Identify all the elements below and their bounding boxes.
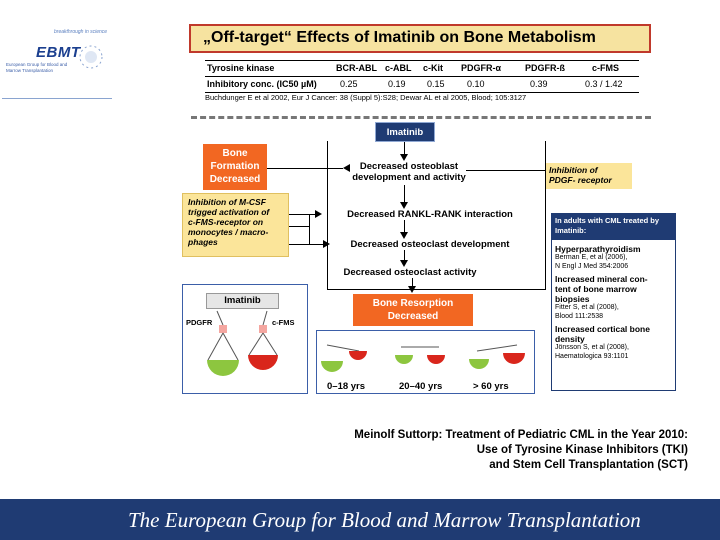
arrow-right-icon xyxy=(315,210,322,218)
connector-line xyxy=(309,214,310,244)
finding-title: Increased mineral con- tent of bone marr… xyxy=(555,274,648,304)
finding-reference: Berman E, et al (2006), N Engl J Med 354… xyxy=(555,254,629,270)
arrow-right-icon xyxy=(323,240,330,248)
flow-frame xyxy=(327,141,546,290)
arrow-down-icon xyxy=(408,286,416,293)
finding-reference: Jönsson S, et al (2008), Haematologica 9… xyxy=(555,344,629,360)
connector-line xyxy=(404,185,405,205)
dashed-divider xyxy=(191,116,651,119)
table-bottom-rule xyxy=(205,92,639,93)
connector-line xyxy=(404,142,405,156)
flow-step-rankl: Decreased RANKL-RANK interaction xyxy=(330,209,530,220)
bone-formation-box: Bone Formation Decreased xyxy=(203,144,267,190)
cml-findings-panel: In adults with CML treated by Imatinib: … xyxy=(551,213,676,391)
table-row-kinase: Tyrosine kinase BCR-ABL c-ABL c-Kit PDGF… xyxy=(205,60,639,76)
pdgf-note: Inhibition of PDGF- receptor xyxy=(546,163,632,189)
caption-line: and Stem Cell Transplantation (SCT) xyxy=(489,459,688,471)
footer-bar: The European Group for Blood and Marrow … xyxy=(0,499,720,540)
table-top-rule xyxy=(205,60,639,61)
flow-step-osteoclast-activity: Decreased osteoclast activity xyxy=(340,267,480,278)
logo-subtitle: European Group for Blood and Marrow Tran… xyxy=(6,62,68,73)
ic50-value: 0.39 xyxy=(530,79,548,89)
age-scales-panel: 0–18 yrs 20–40 yrs > 60 yrs xyxy=(316,330,535,394)
table-row-ic50: Inhibitory conc. (IC50 µM) 0.25 0.19 0.1… xyxy=(205,76,639,92)
arrow-down-icon xyxy=(400,260,408,267)
ic50-value: 0.3 / 1.42 xyxy=(585,79,623,89)
arrow-down-icon xyxy=(400,202,408,209)
balance-scale-icon xyxy=(207,310,278,376)
connector-line xyxy=(289,244,323,245)
kinase-name: c-ABL xyxy=(385,63,412,73)
imatinib-box: Imatinib xyxy=(375,122,435,142)
table-reference: Buchdunger E et al 2002, Eur J Cancer: 3… xyxy=(205,93,527,102)
age-label: 0–18 yrs xyxy=(327,381,366,392)
slide-title: „Off-target“ Effects of Imatinib on Bone… xyxy=(189,24,651,53)
bone-resorption-box: Bone Resorption Decreased xyxy=(353,294,473,326)
connector-line xyxy=(404,250,405,262)
kinase-name: PDGFR-α xyxy=(461,63,502,73)
logo-tagline: breakthrough in science xyxy=(54,29,108,35)
connector-line xyxy=(289,226,309,227)
footer-text: The European Group for Blood and Marrow … xyxy=(128,508,641,532)
logo-underline xyxy=(2,98,112,99)
receptor-right-label: c-FMS xyxy=(272,318,295,327)
arrow-left-icon xyxy=(343,164,350,172)
mcsf-note: Inhibition of M-CSF trigged activation o… xyxy=(182,193,289,257)
finding-item: Hyperparathyroidism Berman E, et al (200… xyxy=(555,244,672,271)
cml-panel-header: In adults with CML treated by Imatinib: xyxy=(552,214,675,240)
finding-reference: Fitter S, et al (2008), Blood 111:2538 xyxy=(555,304,619,320)
receptor-imatinib-label: Imatinib xyxy=(206,293,279,309)
arrow-down-icon xyxy=(400,232,408,239)
caption-line: Meinolf Suttorp: Treatment of Pediatric … xyxy=(354,429,688,441)
connector-line xyxy=(267,168,343,169)
row-label-kinase: Tyrosine kinase xyxy=(207,63,275,73)
connector-line xyxy=(289,214,315,215)
arrow-down-icon xyxy=(400,154,408,161)
finding-item: Increased mineral con- tent of bone marr… xyxy=(555,274,672,321)
logo-stars-icon xyxy=(79,45,103,69)
kinase-name: PDGFR-ß xyxy=(525,63,565,73)
kinase-name: BCR-ABL xyxy=(336,63,377,73)
age-label: > 60 yrs xyxy=(473,381,509,392)
receptor-balance-diagram: Imatinib PDGFR c-FMS xyxy=(182,284,308,394)
ic50-value: 0.15 xyxy=(427,79,445,89)
table-mid-rule xyxy=(205,76,639,77)
kinase-name: c-FMS xyxy=(592,63,619,73)
age-label: 20–40 yrs xyxy=(399,381,443,392)
row-label-ic50: Inhibitory conc. (IC50 µM) xyxy=(207,79,317,89)
ebmt-logo: breakthrough in science EBMT European Gr… xyxy=(2,28,112,99)
ic50-value: 0.10 xyxy=(467,79,485,89)
ic50-value: 0.25 xyxy=(340,79,358,89)
logo-wordmark: EBMT xyxy=(36,44,81,61)
caption-line: Use of Tyrosine Kinase Inhibitors (TKI) xyxy=(476,444,688,456)
age-balance-icons xyxy=(321,344,525,372)
flow-step-osteoclast-development: Decreased osteoclast development xyxy=(332,239,528,250)
flow-step-osteoblast: Decreased osteoblast development and act… xyxy=(352,161,466,183)
finding-title: Increased cortical bone density xyxy=(555,324,650,344)
connector-line xyxy=(404,220,405,234)
connector-line xyxy=(466,170,546,171)
finding-item: Increased cortical bone density Jönsson … xyxy=(555,324,672,361)
slide-caption: Meinolf Suttorp: Treatment of Pediatric … xyxy=(240,428,688,473)
receptor-left-label: PDGFR xyxy=(186,318,213,327)
kinase-name: c-Kit xyxy=(423,63,443,73)
ic50-value: 0.19 xyxy=(388,79,406,89)
finding-title: Hyperparathyroidism xyxy=(555,244,641,254)
connector-line xyxy=(412,278,413,287)
